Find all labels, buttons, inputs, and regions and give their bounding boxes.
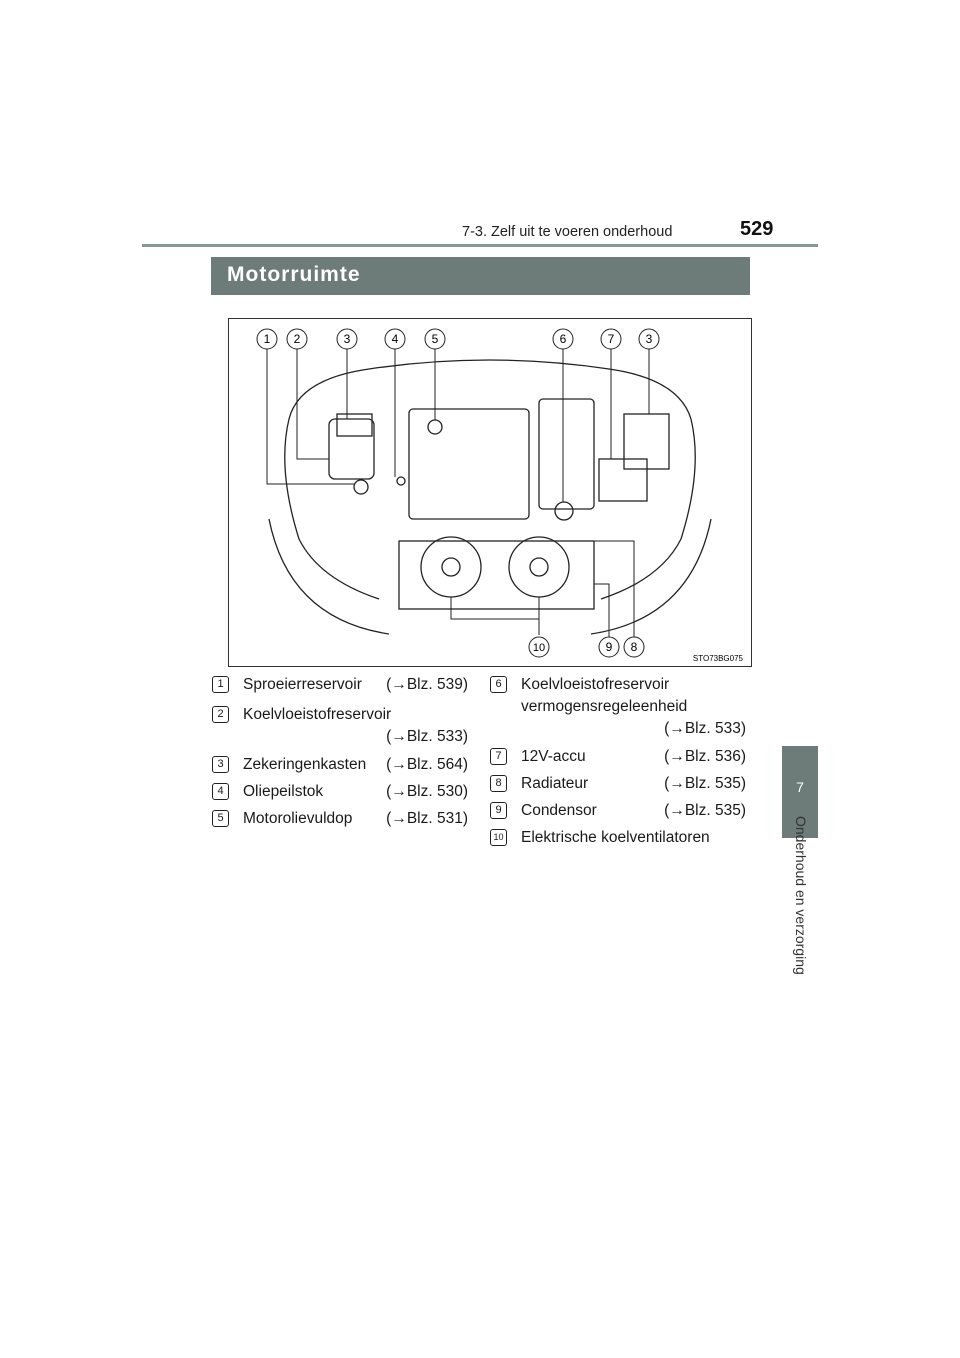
callouts-bottom: 10 9 8 (528, 636, 645, 658)
radiator (398, 540, 595, 610)
cooling-fan-right (508, 536, 570, 598)
page-number: 529 (740, 218, 774, 240)
cooling-fan-left (420, 536, 482, 598)
body-right-outline (600, 418, 696, 600)
legend-label: Koelvloeistofreservoir (243, 706, 392, 723)
legend-label: Koelvloeistofreservoir (521, 676, 670, 693)
legend-badge: 5 (212, 810, 229, 827)
callout-5: 5 (424, 328, 446, 350)
legend-label: Sproeierreservoir (243, 676, 362, 693)
legend-badge: 10 (490, 829, 507, 846)
body-left-outline (284, 418, 380, 600)
legend-badge: 8 (490, 775, 507, 792)
legend-ref: (→Blz. 533) (386, 728, 468, 745)
legend-ref: (→Blz. 530) (386, 783, 468, 800)
legend-label: Radiateur (521, 775, 589, 792)
chapter-side-text: Onderhoud en verzorging (793, 816, 809, 975)
callout-3: 3 (336, 328, 358, 350)
callout-label: 8 (631, 640, 638, 654)
legend-label-line2: vermogensregeleenheid (521, 698, 688, 715)
hood-outline (288, 359, 692, 420)
callout-3b: 3 (638, 328, 660, 350)
leader-line-9 (594, 583, 610, 639)
callout-9: 9 (598, 636, 620, 658)
fuse-box-right (623, 413, 670, 470)
callout-label: 3 (646, 332, 653, 346)
legend-ref: (→Blz. 539) (386, 676, 468, 693)
engine-bay-illustration: 1 2 3 4 5 6 7 3 10 9 8 STO73BG075 (256, 328, 744, 663)
header-rule (142, 244, 818, 247)
legend-ref: (→Blz. 535) (664, 775, 746, 792)
legend-badge: 9 (490, 802, 507, 819)
callout-7: 7 (600, 328, 622, 350)
engine-block (408, 408, 530, 520)
legend-label: Elektrische koelventilatoren (521, 829, 710, 846)
callout-2: 2 (286, 328, 308, 350)
inverter-coolant-cap (554, 501, 574, 521)
legend-badge: 2 (212, 706, 229, 723)
callouts-top: 1 2 3 4 5 6 7 3 (256, 328, 660, 350)
callout-label: 9 (606, 640, 613, 654)
fan-hub-right (529, 557, 549, 577)
fuse-box-left (336, 413, 373, 437)
legend-ref: (→Blz. 536) (664, 748, 746, 765)
inverter-unit (538, 398, 595, 510)
chapter-tab: 7 (782, 746, 818, 838)
legend-badge: 7 (490, 748, 507, 765)
leader-line-2 (296, 349, 329, 460)
legend-label: Oliepeilstok (243, 783, 324, 800)
legend-ref: (→Blz. 533) (664, 720, 746, 737)
bumper-outline (268, 518, 712, 635)
callout-6: 6 (552, 328, 574, 350)
legend-label: Zekeringenkasten (243, 756, 367, 773)
leader-line-8 (594, 540, 635, 639)
callout-label: 2 (294, 332, 301, 346)
legend-badge: 6 (490, 676, 507, 693)
oil-filler-cap (427, 419, 443, 435)
callout-label: 3 (344, 332, 351, 346)
section-title-bar: Motorruimte (211, 257, 750, 295)
figure-code: STO73BG075 (693, 654, 744, 663)
legend-label: Motorolievuldop (243, 810, 353, 827)
legend-ref: (→Blz. 535) (664, 802, 746, 819)
leader-line-10 (450, 597, 540, 635)
callout-label: 4 (392, 332, 399, 346)
battery (598, 458, 648, 502)
callout-label: 7 (608, 332, 615, 346)
callout-1: 1 (256, 328, 278, 350)
legend-ref: (→Blz. 564) (386, 756, 468, 773)
callout-label: 5 (432, 332, 439, 346)
legend-badge: 3 (212, 756, 229, 773)
callout-8: 8 (623, 636, 645, 658)
callout-label: 10 (533, 642, 545, 654)
header-section-title: 7-3. Zelf uit te voeren onderhoud (462, 224, 673, 240)
oil-dipstick (396, 476, 406, 486)
callout-10: 10 (528, 636, 550, 658)
section-title: Motorruimte (227, 263, 361, 286)
legend-ref: (→Blz. 531) (386, 810, 468, 827)
legend-badge: 4 (212, 783, 229, 800)
chapter-tab-number: 7 (796, 779, 804, 795)
callout-label: 6 (560, 332, 567, 346)
engine-bay-figure: 1 2 3 4 5 6 7 3 10 9 8 STO73BG075 (228, 318, 752, 667)
legend-label: 12V-accu (521, 748, 586, 765)
callout-4: 4 (384, 328, 406, 350)
callout-label: 1 (264, 332, 271, 346)
washer-reservoir (328, 418, 375, 480)
fan-hub-left (441, 557, 461, 577)
legend-badge: 1 (212, 676, 229, 693)
leader-line-1 (266, 349, 354, 485)
washer-cap (353, 479, 369, 495)
legend-label: Condensor (521, 802, 597, 819)
